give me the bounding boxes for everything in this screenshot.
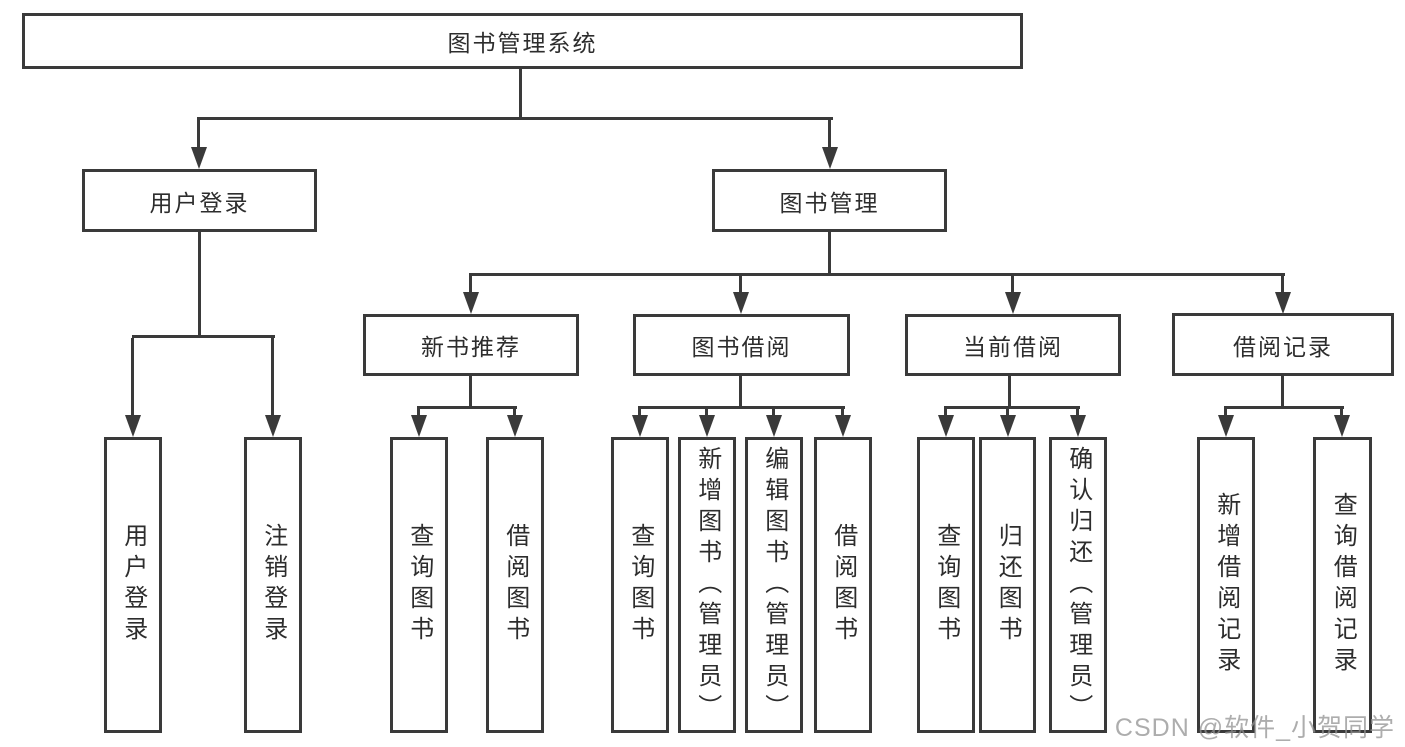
connector-line: [638, 406, 845, 409]
connector-line: [1281, 276, 1284, 292]
leaf-add-book-admin: 新增图书（管理员）: [678, 437, 736, 733]
connector-arrow: [265, 415, 281, 437]
node-label: 新书推荐: [421, 334, 521, 360]
connector-arrow: [1275, 292, 1291, 314]
connector-line: [519, 69, 522, 119]
connector-arrow: [1070, 415, 1086, 437]
connector-arrow: [938, 415, 954, 437]
node-label: 查询图书: [626, 523, 654, 647]
connector-line: [1281, 376, 1284, 409]
connector-arrow: [1005, 292, 1021, 314]
connector-line: [132, 335, 275, 338]
node-user-login: 用户登录: [82, 169, 317, 232]
connector-line: [944, 406, 1080, 409]
node-label: 确认归还（管理员）: [1064, 445, 1092, 725]
node-book-borrow: 图书借阅: [633, 314, 850, 376]
leaf-return-book: 归还图书: [979, 437, 1036, 733]
leaf-query-books-recommend: 查询图书: [390, 437, 448, 733]
connector-arrow: [411, 415, 427, 437]
leaf-logout: 注销登录: [244, 437, 302, 733]
connector-arrow: [766, 415, 782, 437]
leaf-query-borrow-record: 查询借阅记录: [1313, 437, 1372, 733]
connector-line: [197, 117, 833, 120]
node-label: 借阅记录: [1233, 333, 1333, 360]
connector-arrow: [1334, 415, 1350, 437]
connector-line: [828, 120, 831, 147]
leaf-borrow-books: 借阅图书: [814, 437, 872, 733]
connector-arrow: [733, 292, 749, 314]
node-label: 归还图书: [994, 523, 1022, 647]
connector-arrow: [632, 415, 648, 437]
connector-line: [198, 232, 201, 338]
node-new-book-recommend: 新书推荐: [363, 314, 579, 376]
connector-line: [1011, 276, 1014, 292]
connector-arrow: [463, 292, 479, 314]
leaf-confirm-return-admin: 确认归还（管理员）: [1049, 437, 1107, 733]
connector-line: [1224, 406, 1344, 409]
connector-arrow: [835, 415, 851, 437]
connector-line: [513, 409, 516, 417]
node-label: 用户登录: [149, 189, 250, 216]
leaf-edit-book-admin: 编辑图书（管理员）: [745, 437, 803, 733]
connector-line: [1340, 409, 1343, 417]
node-label: 图书管理: [779, 189, 880, 216]
connector-line: [944, 409, 947, 417]
connector-arrow: [822, 147, 838, 169]
connector-line: [1076, 409, 1079, 417]
node-label: 当前借阅: [963, 334, 1063, 360]
leaf-query-books-borrow: 查询图书: [611, 437, 669, 733]
node-label: 图书借阅: [691, 334, 792, 360]
node-book-management: 图书管理: [712, 169, 947, 232]
leaf-borrow-books-recommend: 借阅图书: [486, 437, 544, 733]
leaf-user-login: 用户登录: [104, 437, 162, 733]
connector-arrow: [1000, 415, 1016, 437]
connector-line: [1006, 409, 1009, 417]
connector-line: [705, 409, 708, 417]
connector-line: [131, 338, 134, 415]
connector-line: [841, 409, 844, 417]
connector-line: [469, 276, 472, 292]
leaf-add-borrow-record: 新增借阅记录: [1197, 437, 1255, 733]
connector-arrow: [507, 415, 523, 437]
node-label: 编辑图书（管理员）: [760, 445, 788, 725]
node-label: 用户登录: [119, 523, 147, 647]
connector-arrow: [1218, 415, 1234, 437]
connector-arrow: [125, 415, 141, 437]
connector-line: [417, 406, 517, 409]
node-current-borrow: 当前借阅: [905, 314, 1121, 376]
connector-line: [1008, 376, 1011, 409]
connector-line: [1224, 409, 1227, 417]
node-borrow-records: 借阅记录: [1172, 313, 1394, 376]
node-label: 查询图书: [405, 523, 433, 647]
node-label: 借阅图书: [501, 523, 529, 647]
connector-line: [469, 273, 1285, 276]
connector-line: [469, 376, 472, 409]
node-label: 查询借阅记录: [1329, 492, 1357, 678]
connector-line: [417, 409, 420, 417]
connector-line: [739, 276, 742, 292]
node-label: 新增借阅记录: [1212, 492, 1240, 678]
node-label: 图书管理系统: [447, 30, 598, 56]
node-label: 查询图书: [932, 523, 960, 647]
node-label: 借阅图书: [829, 523, 857, 647]
connector-arrow: [191, 147, 207, 169]
node-library-system: 图书管理系统: [22, 13, 1023, 69]
node-label: 新增图书（管理员）: [693, 445, 721, 725]
connector-line: [271, 338, 274, 415]
node-label: 注销登录: [259, 523, 287, 647]
connector-line: [828, 232, 831, 276]
connector-line: [638, 409, 641, 417]
connector-line: [772, 409, 775, 417]
leaf-query-books-current: 查询图书: [917, 437, 975, 733]
csdn-watermark: CSDN @软件_小贺同学: [1114, 714, 1395, 742]
connector-line: [739, 376, 742, 409]
connector-line: [197, 120, 200, 147]
connector-arrow: [699, 415, 715, 437]
